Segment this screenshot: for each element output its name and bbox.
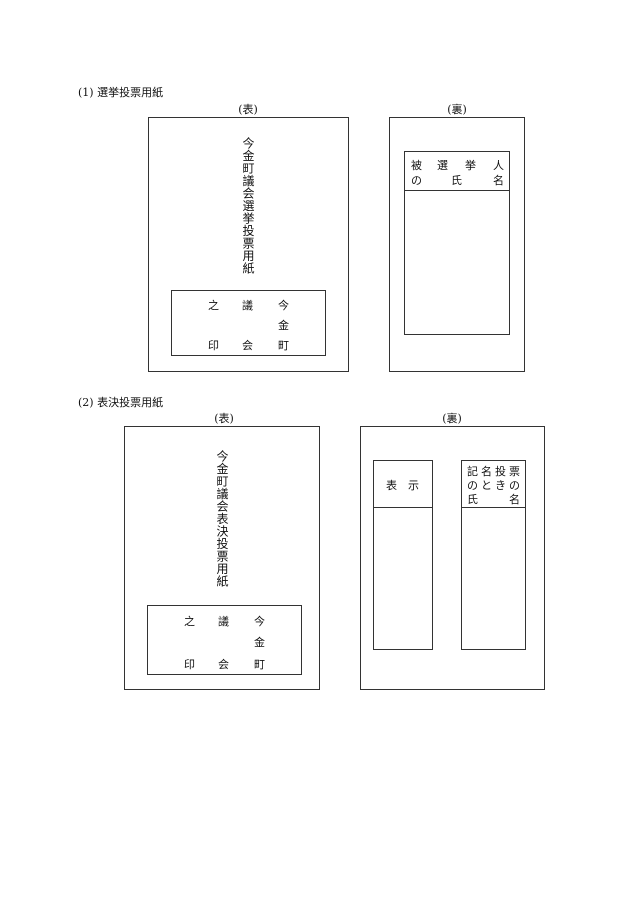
ballot-1-front: 今金町議会選挙投票用紙 之 議 今 金 印 会 町	[148, 117, 349, 372]
stamp-2-char: 印	[184, 658, 195, 671]
stamp-2-char: 今	[254, 615, 265, 628]
stamp-2-char: 会	[218, 658, 229, 671]
back-2-name-char: 名	[481, 465, 492, 478]
back-1-header-char: 氏	[451, 174, 462, 187]
stamp-2-char: 金	[254, 636, 265, 649]
stamp-1-char: 会	[242, 339, 253, 352]
back-1-header-char: 人	[493, 159, 504, 172]
back-1-header-char: の	[411, 174, 422, 187]
ballot-1-stamp-box: 之 議 今 金 印 会 町	[171, 290, 326, 356]
back-2-indication-char: 表	[386, 479, 397, 492]
back-2-name-char: の	[467, 479, 478, 492]
section-1-title: (1) 選挙投票用紙	[78, 86, 164, 99]
stamp-1-char: 議	[242, 299, 253, 312]
back-2-name-char: の	[509, 479, 520, 492]
ballot-2-front: 今金町議会表決投票用紙 之 議 今 金 印 会 町	[124, 426, 320, 690]
ballot-2-name-divider	[462, 507, 525, 508]
ballot-1-back-divider	[405, 190, 509, 191]
back-1-header-char: 挙	[465, 159, 476, 172]
back-1-header-char: 選	[437, 159, 448, 172]
stamp-2-char: 議	[218, 615, 229, 628]
section-2-back-label: (裏)	[442, 412, 462, 425]
ballot-2-stamp-box: 之 議 今 金 印 会 町	[147, 605, 302, 675]
ballot-1-vertical-title: 今金町議会選挙投票用紙	[241, 137, 255, 275]
ballot-1-back: 被 選 挙 人 の 氏 名	[389, 117, 525, 372]
back-2-name-char: 投	[495, 465, 506, 478]
ballot-2-back-name-box: 記 名 投 票 の と き の 氏 名	[461, 460, 526, 650]
stamp-2-char: 之	[184, 615, 195, 628]
ballot-2-back: 表 示 記 名 投 票 の と き の 氏 名	[360, 426, 545, 690]
back-2-name-char: 記	[467, 465, 478, 478]
section-2-title: (2) 表決投票用紙	[78, 396, 164, 409]
ballot-2-back-indication-box: 表 示	[373, 460, 433, 650]
stamp-1-char: 印	[208, 339, 219, 352]
stamp-1-char: 金	[278, 319, 289, 332]
ballot-2-indication-divider	[374, 507, 432, 508]
back-2-indication-char: 示	[408, 479, 419, 492]
section-1-back-label: (裏)	[447, 103, 467, 116]
ballot-1-back-writing-box: 被 選 挙 人 の 氏 名	[404, 151, 510, 335]
back-2-name-char: 名	[509, 493, 520, 506]
section-2-front-label: (表)	[214, 412, 234, 425]
back-2-name-char: き	[495, 479, 506, 492]
ballot-2-vertical-title: 今金町議会表決投票用紙	[215, 450, 229, 588]
stamp-2-char: 町	[254, 658, 265, 671]
back-1-header-char: 被	[411, 159, 422, 172]
stamp-1-char: 町	[278, 339, 289, 352]
back-2-name-char: と	[481, 479, 492, 492]
stamp-1-char: 之	[208, 299, 219, 312]
back-1-header-char: 名	[493, 174, 504, 187]
back-2-name-char: 氏	[467, 493, 478, 506]
back-2-name-char: 票	[509, 465, 520, 478]
stamp-1-char: 今	[278, 299, 289, 312]
section-1-front-label: (表)	[238, 103, 258, 116]
